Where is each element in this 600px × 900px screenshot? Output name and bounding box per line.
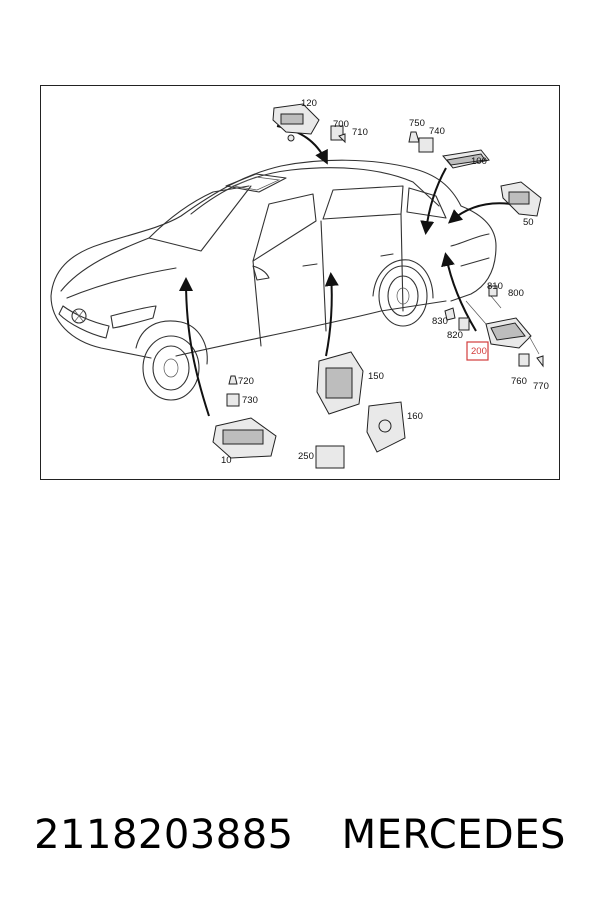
callout-720: 720 xyxy=(238,376,254,387)
part-250-label xyxy=(315,445,345,469)
part-740-connector xyxy=(418,137,434,153)
part-50-rear-module xyxy=(500,181,542,217)
callout-770: 770 xyxy=(533,381,549,392)
part-730-connector xyxy=(226,393,240,407)
part-720-screw xyxy=(228,375,238,385)
car-illustration xyxy=(50,159,497,401)
callout-740: 740 xyxy=(429,126,445,137)
part-160-bracket xyxy=(366,401,406,453)
callout-200: 200 xyxy=(471,346,487,357)
callout-750: 750 xyxy=(409,118,425,129)
part-100-antenna xyxy=(442,149,490,169)
callout-150: 150 xyxy=(368,371,384,382)
part-200-module xyxy=(465,300,540,355)
part-710-clip xyxy=(338,133,346,144)
callout-10: 10 xyxy=(221,455,232,466)
part-750-screw xyxy=(408,131,420,143)
callout-730: 730 xyxy=(242,395,258,406)
part-830-820-connectors xyxy=(444,307,470,331)
callout-830: 830 xyxy=(432,316,448,327)
caption: 2118203885 MERCEDES xyxy=(0,800,600,870)
part-760-770-connectors xyxy=(518,353,544,368)
callout-810: 810 xyxy=(487,281,503,292)
parts-diagram: 120 700 710 750 740 100 50 810 800 830 8… xyxy=(40,85,560,480)
part-number: 2118203885 xyxy=(34,812,294,858)
callout-120: 120 xyxy=(301,98,317,109)
part-120-overhead-unit xyxy=(272,103,320,142)
callout-820: 820 xyxy=(447,330,463,341)
callout-760: 760 xyxy=(511,376,527,387)
callout-labels: 120 700 710 750 740 100 50 810 800 830 8… xyxy=(221,98,549,466)
part-810-800-connectors xyxy=(488,285,502,309)
callout-50: 50 xyxy=(523,217,534,228)
callout-200-highlight xyxy=(466,341,489,361)
callout-250: 250 xyxy=(298,451,314,462)
part-150-control-unit xyxy=(316,351,364,415)
callout-700: 700 xyxy=(333,119,349,130)
callout-100: 100 xyxy=(471,156,487,167)
callout-710: 710 xyxy=(352,127,368,138)
part-10-front-module xyxy=(212,417,277,459)
parts-diagram-svg: 120 700 710 750 740 100 50 810 800 830 8… xyxy=(50,98,549,469)
callout-800: 800 xyxy=(508,288,524,299)
brand-name: MERCEDES xyxy=(341,812,566,858)
callout-160: 160 xyxy=(407,411,423,422)
